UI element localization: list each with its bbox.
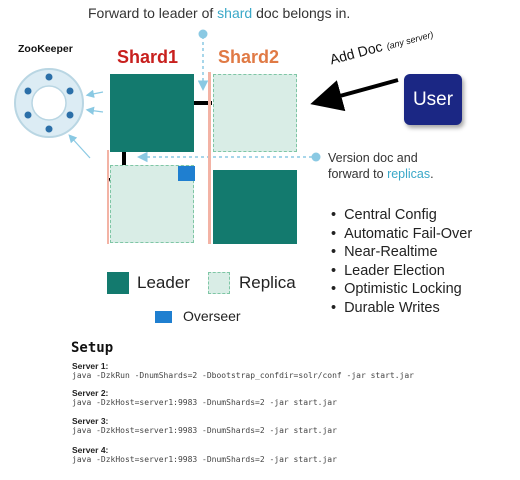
setup-title: Setup xyxy=(71,340,114,356)
server-label: Server 2: xyxy=(72,388,109,398)
shard1-title: Shard1 xyxy=(117,47,179,67)
server-label: Server 3: xyxy=(72,416,109,426)
add-doc-arrow xyxy=(310,78,399,112)
legend-replica-swatch xyxy=(208,272,230,294)
feature-item: Central Config xyxy=(331,206,472,225)
server-3: Server 3: java -DzkHost=server1:9983 -Dn… xyxy=(72,416,337,435)
server-1: Server 1: java -DzkRun -DnumShards=2 -Db… xyxy=(72,361,414,380)
feature-item: Near-Realtime xyxy=(331,243,472,262)
feature-item: Leader Election xyxy=(331,262,472,281)
server-label: Server 1: xyxy=(72,361,109,371)
shard2-title: Shard2 xyxy=(218,47,280,67)
feature-item: Automatic Fail-Over xyxy=(331,225,472,244)
server-command: java -DzkRun -DnumShards=2 -Dbootstrap_c… xyxy=(72,371,414,380)
header-prefix: Forward to leader of xyxy=(88,5,218,21)
shard2-leader xyxy=(213,170,297,244)
forward-dot xyxy=(198,29,208,39)
legend-leader-label: Leader xyxy=(137,273,190,292)
server-command: java -DzkHost=server1:9983 -DnumShards=2… xyxy=(72,426,337,435)
version-note-highlight: replicas xyxy=(387,167,431,181)
version-dot xyxy=(311,152,321,162)
user-label: User xyxy=(412,88,454,110)
shard1-left-edge xyxy=(107,150,109,244)
header-suffix: doc belongs in. xyxy=(252,5,351,21)
zk-arrow-3 xyxy=(68,134,91,159)
feature-item: Durable Writes xyxy=(331,299,472,318)
overseer-marker xyxy=(178,166,195,181)
zk-arrow-2 xyxy=(85,106,104,115)
zookeeper-label: ZooKeeper xyxy=(18,43,73,55)
header-highlight: shard xyxy=(217,5,253,21)
feature-item: Optimistic Locking xyxy=(331,280,472,299)
server-4: Server 4: java -DzkHost=server1:9983 -Dn… xyxy=(72,445,337,464)
shard-divider xyxy=(208,72,211,244)
legend-replica-label: Replica xyxy=(239,273,296,292)
version-note: Version doc and forward to replicas. xyxy=(328,150,434,182)
server-command: java -DzkHost=server1:9983 -DnumShards=2… xyxy=(72,398,337,407)
version-note-line2: forward to replicas. xyxy=(328,167,434,181)
feature-list: Central Config Automatic Fail-Over Near-… xyxy=(331,206,472,317)
user-box[interactable]: User xyxy=(404,74,462,125)
version-note-line1: Version doc and xyxy=(328,151,418,165)
zookeeper-ring xyxy=(14,68,84,138)
shard1-leader xyxy=(110,74,194,152)
zk-arrow-1 xyxy=(85,89,104,98)
shard2-replica xyxy=(213,74,297,152)
legend-overseer-label: Overseer xyxy=(183,308,241,324)
server-label: Server 4: xyxy=(72,445,109,455)
legend-leader-swatch xyxy=(107,272,129,294)
server-command: java -DzkHost=server1:9983 -DnumShards=2… xyxy=(72,455,337,464)
header-caption: Forward to leader of shard doc belongs i… xyxy=(88,5,350,21)
legend-overseer-swatch xyxy=(155,311,172,323)
server-2: Server 2: java -DzkHost=server1:9983 -Dn… xyxy=(72,388,337,407)
